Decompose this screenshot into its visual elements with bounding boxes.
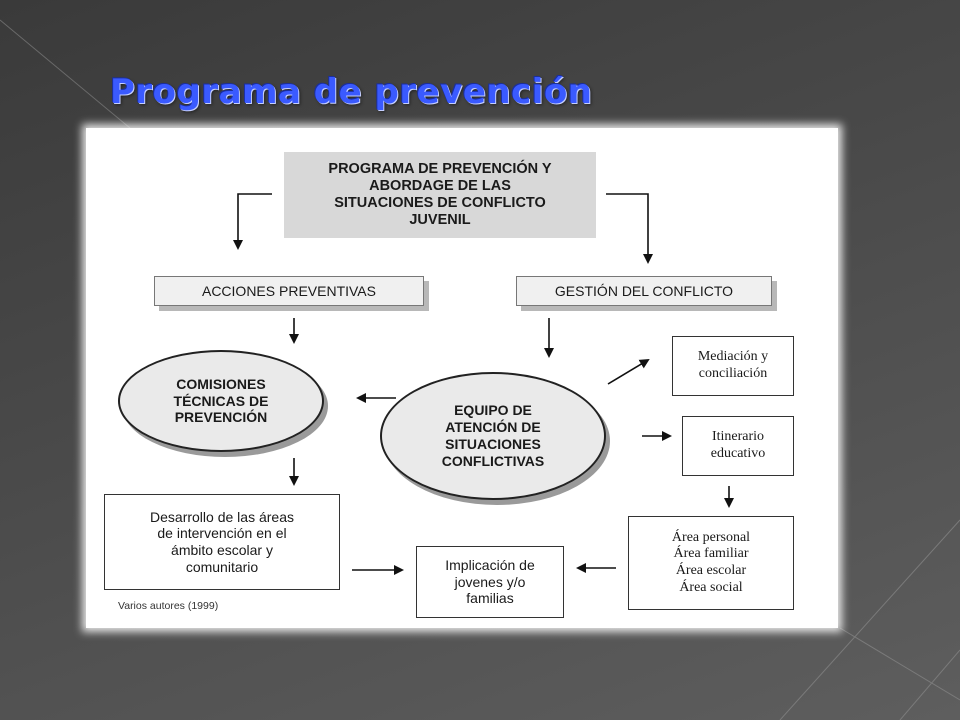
- slide-title: Programa de prevención: [110, 72, 593, 112]
- program-title-box: PROGRAMA DE PREVENCIÓN Y ABORDAGE DE LAS…: [284, 152, 596, 238]
- flow-arrows: [233, 193, 734, 575]
- source-caption: Varios autores (1999): [118, 600, 219, 612]
- diagram-figure: PROGRAMA DE PREVENCIÓN Y ABORDAGE DE LAS…: [86, 128, 838, 628]
- itinerary-box: Itinerario educativo: [682, 416, 794, 476]
- conflict-management-box: GESTIÓN DEL CONFLICTO: [516, 276, 772, 306]
- preventive-actions-box: ACCIONES PREVENTIVAS: [154, 276, 424, 306]
- involvement-box: Implicación de jovenes y/o familias: [416, 546, 564, 618]
- technical-commissions-ellipse: COMISIONES TÉCNICAS DE PREVENCIÓN: [118, 350, 324, 452]
- areas-development-box: Desarrollo de las áreas de intervención …: [104, 494, 340, 590]
- arrow-program-to-management: [606, 193, 653, 264]
- mediation-box: Mediación y conciliación: [672, 336, 794, 396]
- attention-team-ellipse: EQUIPO DE ATENCIÓN DE SITUACIONES CONFLI…: [380, 372, 606, 500]
- areas-list-box: Área personal Área familiar Área escolar…: [628, 516, 794, 610]
- arrow-program-to-preventive: [233, 193, 272, 250]
- arrow-team-to-mediation: [607, 358, 650, 385]
